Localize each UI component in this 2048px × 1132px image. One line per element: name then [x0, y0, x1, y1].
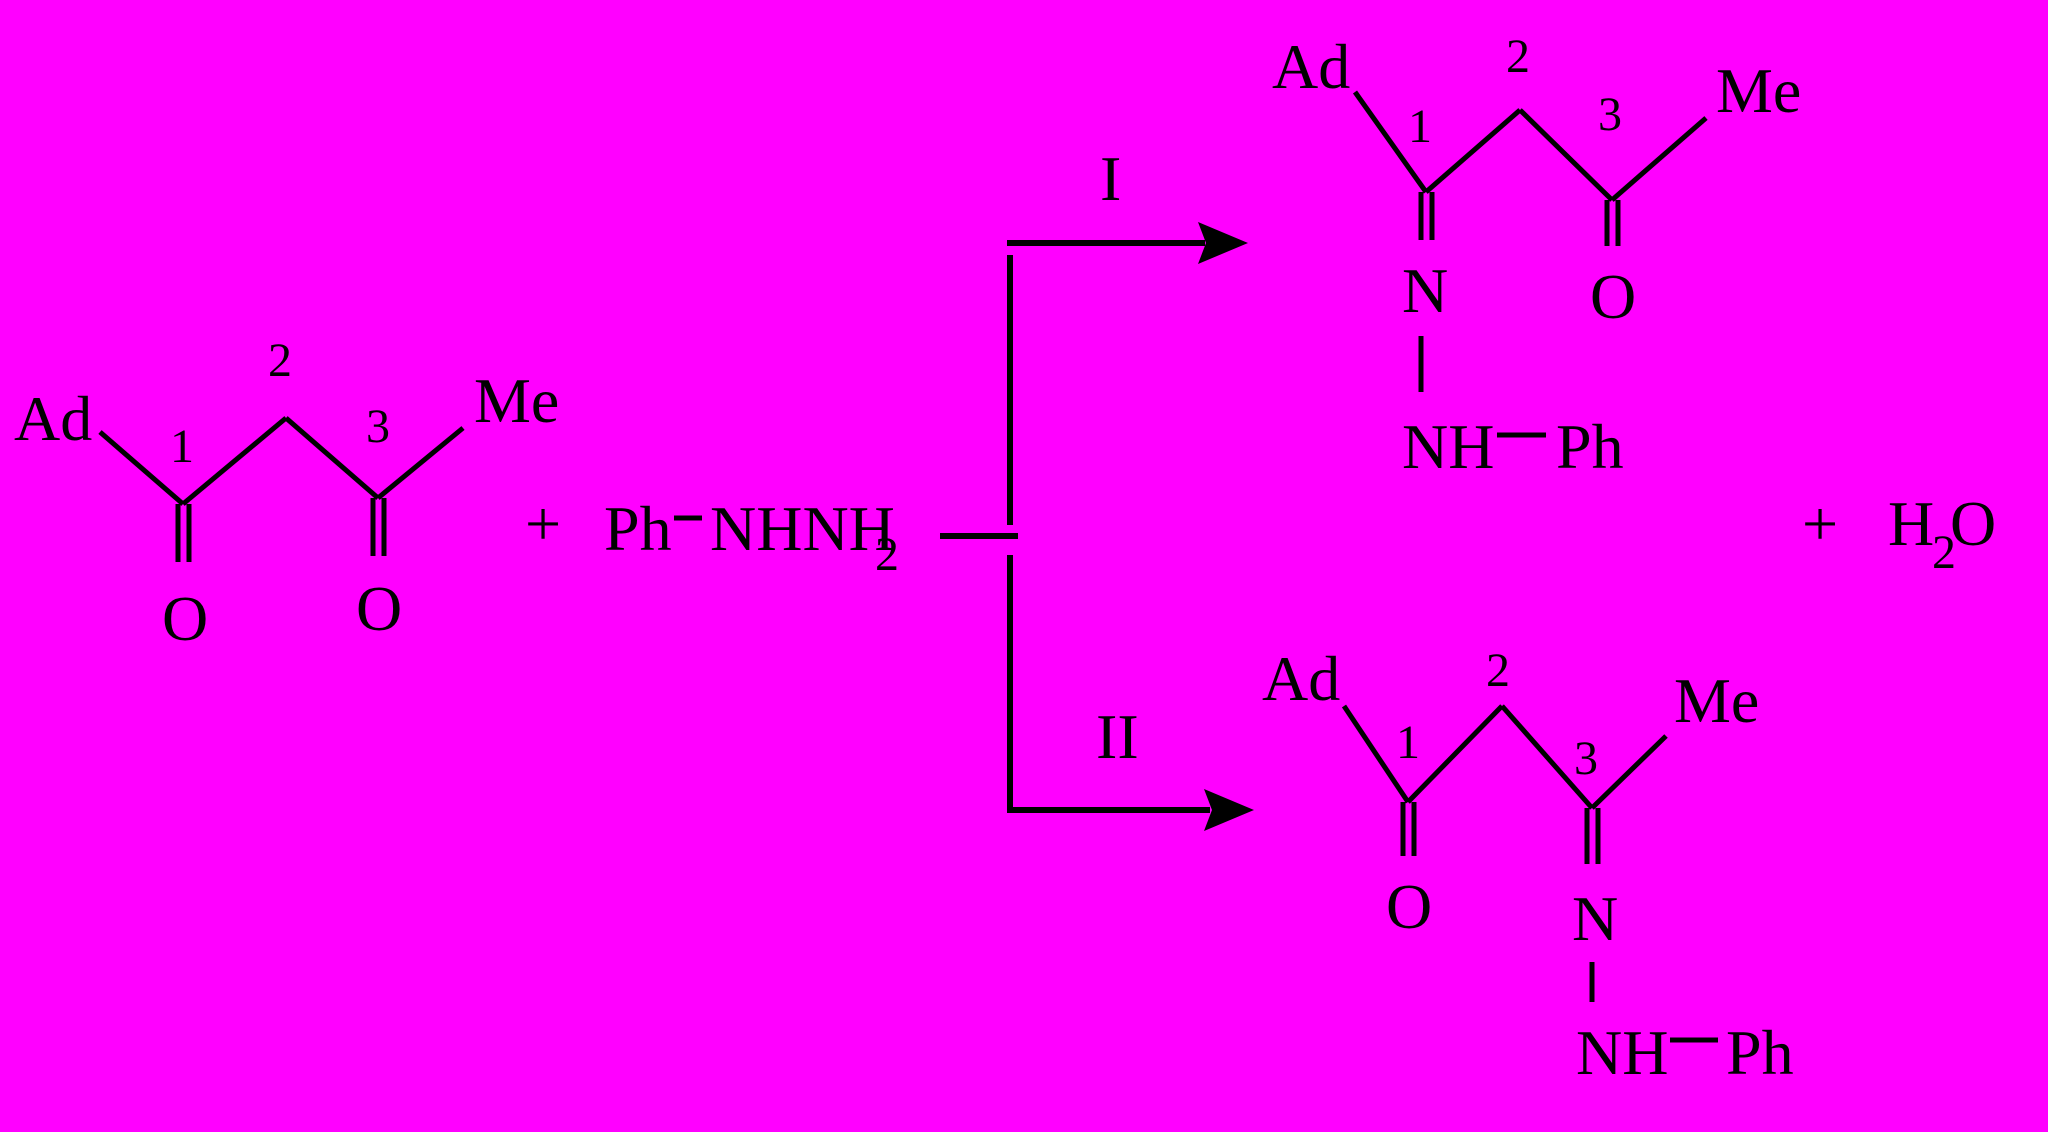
nh-label: NH — [1402, 411, 1494, 482]
locant-2: 2 — [1486, 644, 1510, 697]
me-label: Me — [1716, 55, 1801, 126]
locant-3: 3 — [1574, 732, 1598, 785]
oxygen-c3: O — [1590, 261, 1636, 332]
ph-label: Ph — [1556, 411, 1624, 482]
bond-c2-c3 — [1518, 108, 1614, 202]
nhnh-label: NHNH — [710, 493, 895, 564]
me-label: Me — [474, 365, 559, 436]
oxygen-c1: O — [162, 583, 208, 654]
locant-2: 2 — [268, 334, 292, 387]
product-ii: Ad Me O N NH Ph 1 2 3 — [1262, 643, 1794, 1088]
bond-c1-c2 — [1424, 108, 1522, 194]
nh2-subscript: 2 — [875, 528, 899, 581]
locant-3: 3 — [1598, 88, 1622, 141]
h-label: H — [1888, 488, 1934, 559]
bond-c2-c3 — [284, 416, 380, 500]
ad-label: Ad — [1262, 643, 1340, 714]
locant-1: 1 — [1396, 716, 1420, 769]
ad-label: Ad — [1272, 31, 1350, 102]
pathway-label-ii: II — [1096, 701, 1139, 772]
plus-sign: + — [1802, 488, 1838, 559]
nitrogen-label: N — [1402, 255, 1448, 326]
locant-1: 1 — [1408, 100, 1432, 153]
h2o-subscript: 2 — [1932, 526, 1956, 579]
oxygen-c1: O — [1386, 871, 1432, 942]
branch-arrows: I II — [940, 143, 1254, 831]
reactant-diketone: Ad Me O O 1 2 3 — [14, 334, 559, 654]
ph-label: Ph — [1726, 1017, 1794, 1088]
product-i: Ad Me N NH Ph O 1 2 3 — [1272, 30, 1801, 482]
nh-label: NH — [1576, 1017, 1668, 1088]
bond-c3-me — [1590, 734, 1668, 810]
bond-c3-me — [1610, 116, 1708, 202]
reagent-phenylhydrazine: Ph NHNH 2 — [604, 493, 899, 581]
arrow-ii-head — [1204, 789, 1254, 831]
bond-ad-c1 — [98, 430, 185, 506]
locant-3: 3 — [366, 400, 390, 453]
bond-ad-c1 — [1352, 90, 1429, 194]
oxygen-c3: O — [356, 573, 402, 644]
bond-c1-c2 — [181, 416, 288, 506]
ad-label: Ad — [14, 383, 92, 454]
me-label: Me — [1674, 665, 1759, 736]
ph-label: Ph — [604, 493, 672, 564]
water-byproduct: + H 2 O — [1802, 488, 1996, 579]
nitrogen-label: N — [1572, 883, 1618, 954]
locant-1: 1 — [170, 420, 194, 473]
plus-sign: + — [525, 488, 561, 559]
arrow-i-head — [1198, 222, 1248, 264]
bond-ad-c1 — [1341, 704, 1411, 804]
pathway-label-i: I — [1100, 143, 1121, 214]
bond-c1-c2 — [1406, 704, 1504, 804]
bond-c3-me — [376, 426, 465, 500]
o-label: O — [1950, 488, 1996, 559]
bond-c2-c3 — [1500, 704, 1594, 810]
locant-2: 2 — [1506, 30, 1530, 83]
